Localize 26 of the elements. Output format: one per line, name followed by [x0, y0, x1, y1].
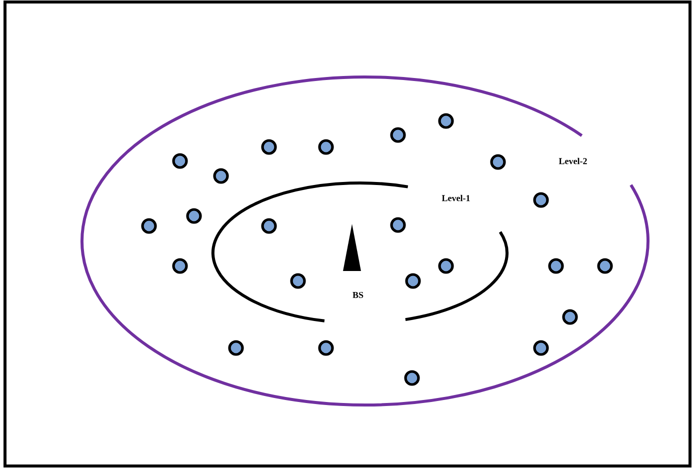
sensor-dot [390, 127, 406, 143]
sensor-dot [438, 113, 454, 129]
sensor-dot [186, 208, 202, 224]
sensor-dot [172, 153, 188, 169]
station-label: BS [352, 292, 364, 298]
sensor-dot [490, 154, 506, 170]
sensor-dot [405, 273, 421, 289]
sensor-dot [261, 139, 277, 155]
sensor-dot [548, 258, 564, 274]
sensor-dot [261, 218, 277, 234]
sensor-dot [318, 340, 334, 356]
sensor-dot [390, 217, 406, 233]
sensor-dot [228, 340, 244, 356]
sensor-dot [141, 218, 157, 234]
level-label: Level-1 [442, 194, 470, 202]
sensor-dot [318, 139, 334, 155]
sensor-dot [172, 258, 188, 274]
sensor-dot [438, 258, 454, 274]
sensor-dot [562, 309, 578, 325]
sensor-dot [213, 168, 229, 184]
sensor-dot [533, 340, 549, 356]
level-label: Level-2 [558, 158, 587, 164]
sensor-dot [404, 370, 420, 386]
sensor-dot [533, 192, 549, 208]
sensor-dot [290, 273, 306, 289]
sensor-dot [597, 258, 613, 274]
